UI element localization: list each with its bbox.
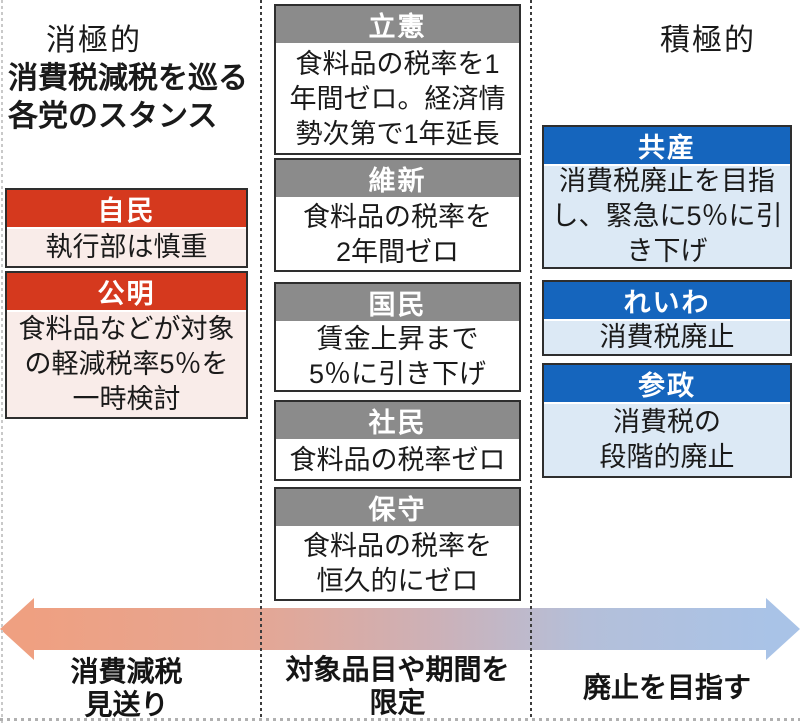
- party-box-hoshu: 保守 食料品の税率を 恒久的にゼロ: [274, 487, 521, 601]
- stance-axis-arrow: [0, 598, 800, 660]
- party-box-kokumin: 国民 賃金上昇まで 5％に引き下げ: [274, 282, 521, 392]
- party-name-komei: 公明: [7, 273, 246, 312]
- party-box-kyosan: 共産 消費税廃止を目指 し、緊急に5％に引 き下げ: [542, 125, 792, 269]
- party-name-kokumin: 国民: [276, 284, 519, 323]
- party-stance-reiwa: 消費税廃止: [544, 321, 790, 354]
- party-stance-hoshu: 食料品の税率を 恒久的にゼロ: [276, 528, 519, 599]
- arrow-head-left-icon: [0, 598, 34, 660]
- bottom-edge-dotted-line: [0, 718, 800, 721]
- chart-title: 消費税減税を巡る 各党のスタンス: [8, 62, 248, 133]
- footer-label-limited: 対象品目や期間を 限定: [285, 654, 510, 718]
- party-stance-kyosan: 消費税廃止を目指 し、緊急に5％に引 き下げ: [544, 166, 790, 267]
- arrow-head-right-icon: [766, 598, 800, 660]
- party-stance-sansei: 消費税の 段階的廃止: [544, 404, 790, 476]
- party-box-jimin: 自民 執行部は慎重: [5, 188, 248, 268]
- party-stance-ishin: 食料品の税率を 2年間ゼロ: [276, 199, 519, 270]
- party-box-sansei: 参政 消費税の 段階的廃止: [542, 363, 792, 478]
- left-edge-dotted-line: [1, 0, 3, 725]
- party-name-jimin: 自民: [7, 190, 246, 229]
- party-box-komei: 公明 食料品などが対象 の軽減税率5％を 一時検討: [5, 271, 248, 419]
- footer-label-reluctant: 消費減税 見送り: [70, 656, 183, 720]
- party-name-sansei: 参政: [544, 365, 790, 404]
- party-name-shamin: 社民: [276, 402, 519, 441]
- party-stance-rikken: 食料品の税率を1 年間ゼロ。経済情 勢次第で1年延長: [276, 45, 519, 153]
- arrow-shaft-gradient: [30, 608, 770, 650]
- party-stance-komei: 食料品などが対象 の軽減税率5％を 一時検討: [7, 312, 246, 417]
- party-box-reiwa: れいわ 消費税廃止: [542, 280, 792, 356]
- party-stance-jimin: 執行部は慎重: [7, 229, 246, 266]
- party-box-ishin: 維新 食料品の税率を 2年間ゼロ: [274, 158, 521, 272]
- axis-label-positive: 積極的: [660, 24, 756, 57]
- party-stance-shamin: 食料品の税率ゼロ: [276, 441, 519, 479]
- party-name-kyosan: 共産: [544, 127, 790, 166]
- party-name-rikken: 立憲: [276, 6, 519, 45]
- party-name-reiwa: れいわ: [544, 282, 790, 321]
- party-box-shamin: 社民 食料品の税率ゼロ: [274, 400, 521, 481]
- party-box-rikken: 立憲 食料品の税率を1 年間ゼロ。経済情 勢次第で1年延長: [274, 4, 521, 155]
- party-stance-kokumin: 賃金上昇まで 5％に引き下げ: [276, 323, 519, 390]
- divider-dotted-right: [530, 0, 532, 719]
- footer-label-abolition: 廃止を目指す: [582, 672, 751, 703]
- divider-dotted-left: [260, 0, 262, 719]
- party-name-ishin: 維新: [276, 160, 519, 199]
- party-name-hoshu: 保守: [276, 489, 519, 528]
- axis-label-negative: 消極的: [46, 24, 142, 57]
